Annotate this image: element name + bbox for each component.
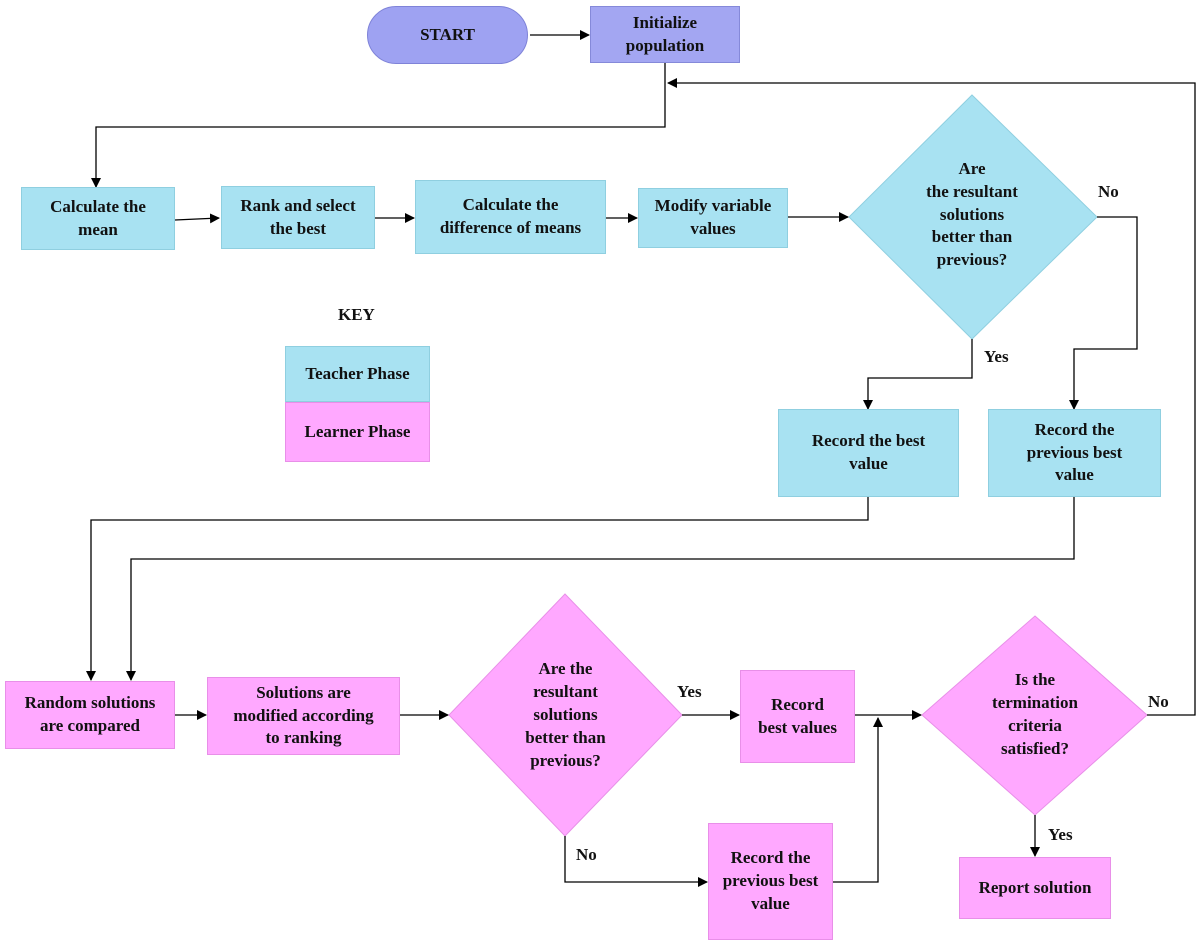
calculate-mean-box: Calculate the mean bbox=[21, 187, 175, 250]
teacher-decision-yes-label: Yes bbox=[984, 347, 1009, 366]
start-terminal: START bbox=[367, 6, 528, 64]
termination-yes-label: Yes bbox=[1048, 825, 1073, 844]
learner-decision-text: Are the resultant solutions better than … bbox=[525, 659, 606, 770]
arrow-record-prev-to-random bbox=[126, 497, 1075, 681]
arrow-record-prev-learner-up bbox=[833, 717, 883, 883]
record-previous-best-value-box: Record the previous best value bbox=[988, 409, 1161, 497]
arrow-decision-no-to-record-prev-learner bbox=[564, 836, 708, 887]
report-solution-box: Report solution bbox=[959, 857, 1111, 919]
random-solutions-compared-box: Random solutions are compared bbox=[5, 681, 175, 749]
key-learner-phase: Learner Phase bbox=[285, 402, 430, 462]
learner-decision-yes-label: Yes bbox=[677, 682, 702, 701]
teacher-decision-no-label: No bbox=[1098, 182, 1119, 201]
termination-no-label: No bbox=[1148, 692, 1169, 711]
teacher-decision-text: Are the resultant solutions better than … bbox=[926, 158, 1018, 270]
arrow-calc-mean-to-rank bbox=[174, 213, 220, 224]
rank-select-best-box: Rank and select the best bbox=[221, 186, 375, 249]
key-title: KEY bbox=[338, 305, 375, 324]
key-teacher-phase: Teacher Phase bbox=[285, 346, 430, 402]
difference-of-means-box: Calculate the difference of means bbox=[415, 180, 606, 254]
initialize-population-box: Initialize population bbox=[590, 6, 740, 63]
termination-decision-text: Is the termination criteria satisfied? bbox=[992, 670, 1078, 758]
record-best-values-box: Record best values bbox=[740, 670, 855, 763]
arrow-termination-no-loop-back bbox=[667, 78, 1196, 716]
arrow-init-to-calc-mean bbox=[91, 62, 666, 188]
modify-variable-values-box: Modify variable values bbox=[638, 188, 788, 248]
arrow-decision-yes-to-record-best bbox=[863, 339, 973, 410]
solutions-modified-ranking-box: Solutions are modified according to rank… bbox=[207, 677, 400, 755]
learner-record-previous-best-box: Record the previous best value bbox=[708, 823, 833, 940]
arrow-record-best-to-random bbox=[86, 497, 869, 681]
learner-decision-no-label: No bbox=[576, 845, 597, 864]
arrow-decision-no-to-record-prev bbox=[1069, 216, 1138, 410]
record-best-value-box: Record the best value bbox=[778, 409, 959, 497]
